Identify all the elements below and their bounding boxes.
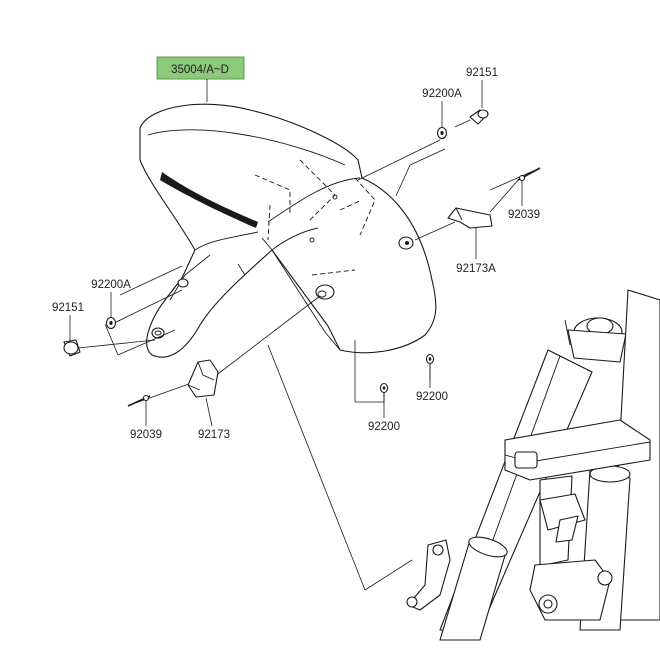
label-fender: 35004/A~D (171, 64, 229, 76)
nut-92200-center (379, 382, 389, 394)
label-clamp-left: 92173 (198, 429, 230, 441)
part-number-highlight (156, 56, 245, 80)
label-washer-left: 92200A (91, 279, 131, 291)
label-nut-right: 92200 (416, 391, 448, 403)
clamp-92173 (187, 359, 219, 398)
label-washer-top: 92200A (422, 88, 462, 100)
label-wire-right: 92039 (508, 209, 540, 221)
label-bolt-left: 92151 (52, 302, 84, 314)
label-bolt-top: 92151 (466, 67, 498, 79)
bolt-92151-left (63, 339, 81, 357)
front-fender (139, 103, 437, 358)
bolt-92151-top (454, 109, 489, 128)
clamp-92173a (447, 207, 493, 229)
label-nut-center: 92200 (368, 421, 400, 433)
front-fork-assembly (406, 289, 660, 641)
label-wire-left: 92039 (130, 429, 162, 441)
wire-92039-left (127, 394, 151, 407)
washer-92200a-top (436, 126, 448, 140)
nut-92200-right (425, 353, 435, 365)
label-clamp-right: 92173A (456, 263, 496, 275)
wire-92039-right (517, 167, 541, 182)
washer-92200a-left (105, 316, 117, 330)
